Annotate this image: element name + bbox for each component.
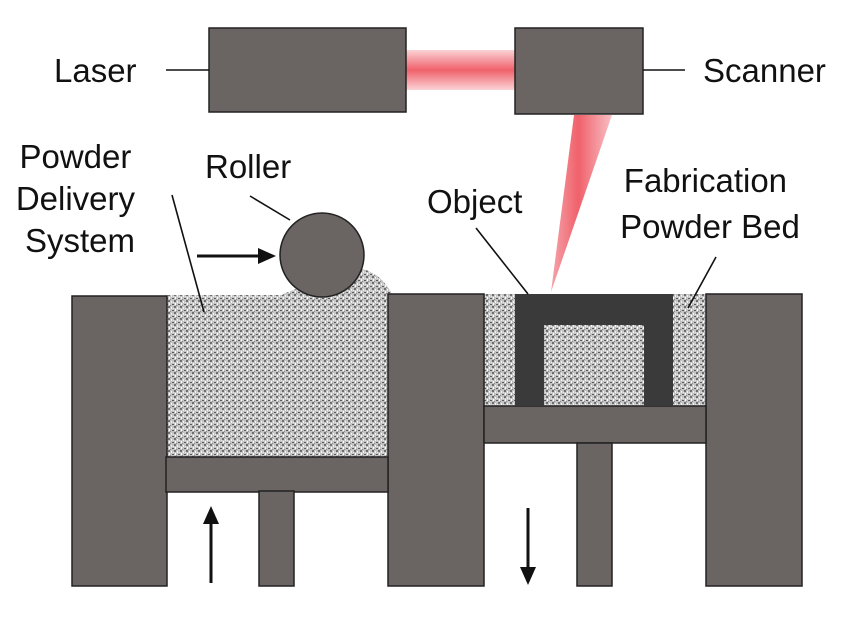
scanner-label: Scanner	[703, 52, 826, 89]
laser-beam-horizontal	[405, 50, 517, 90]
powder-delivery-label: Powder Delivery System	[16, 138, 144, 259]
roller-leader	[249, 195, 291, 221]
laser-beam-vertical	[551, 115, 612, 292]
fabrication-platform	[483, 405, 707, 444]
powder-delivery-bed	[166, 269, 393, 457]
center-wall	[387, 293, 485, 587]
delivery-piston-rod	[258, 490, 295, 587]
laser-label: Laser	[54, 52, 137, 89]
powder-delivery-line-1: Powder	[19, 138, 131, 175]
fabrication-bed-leader	[687, 256, 717, 309]
down-arrow-head	[520, 567, 536, 585]
powder-delivery-line-3: System	[25, 222, 135, 259]
fabrication-bed-line-1: Fabrication	[624, 162, 787, 199]
roller	[279, 212, 365, 298]
up-arrow-head	[203, 506, 219, 524]
powder-delivery-leader	[171, 194, 205, 313]
left-wall	[71, 295, 168, 587]
roller-arrow-head	[258, 248, 276, 264]
fabricated-object	[515, 294, 673, 406]
right-wall	[705, 293, 803, 587]
delivery-platform	[165, 456, 389, 493]
object-leader	[475, 227, 529, 295]
fabrication-bed-line-2: Powder Bed	[620, 208, 800, 245]
fabrication-bed-label: Fabrication Powder Bed	[620, 162, 800, 245]
laser-box	[208, 27, 407, 113]
powder-delivery-line-2: Delivery	[16, 180, 136, 217]
scanner-box	[514, 27, 644, 115]
roller-label: Roller	[205, 148, 291, 185]
object-label: Object	[427, 183, 522, 220]
fabrication-piston-rod	[576, 442, 613, 587]
